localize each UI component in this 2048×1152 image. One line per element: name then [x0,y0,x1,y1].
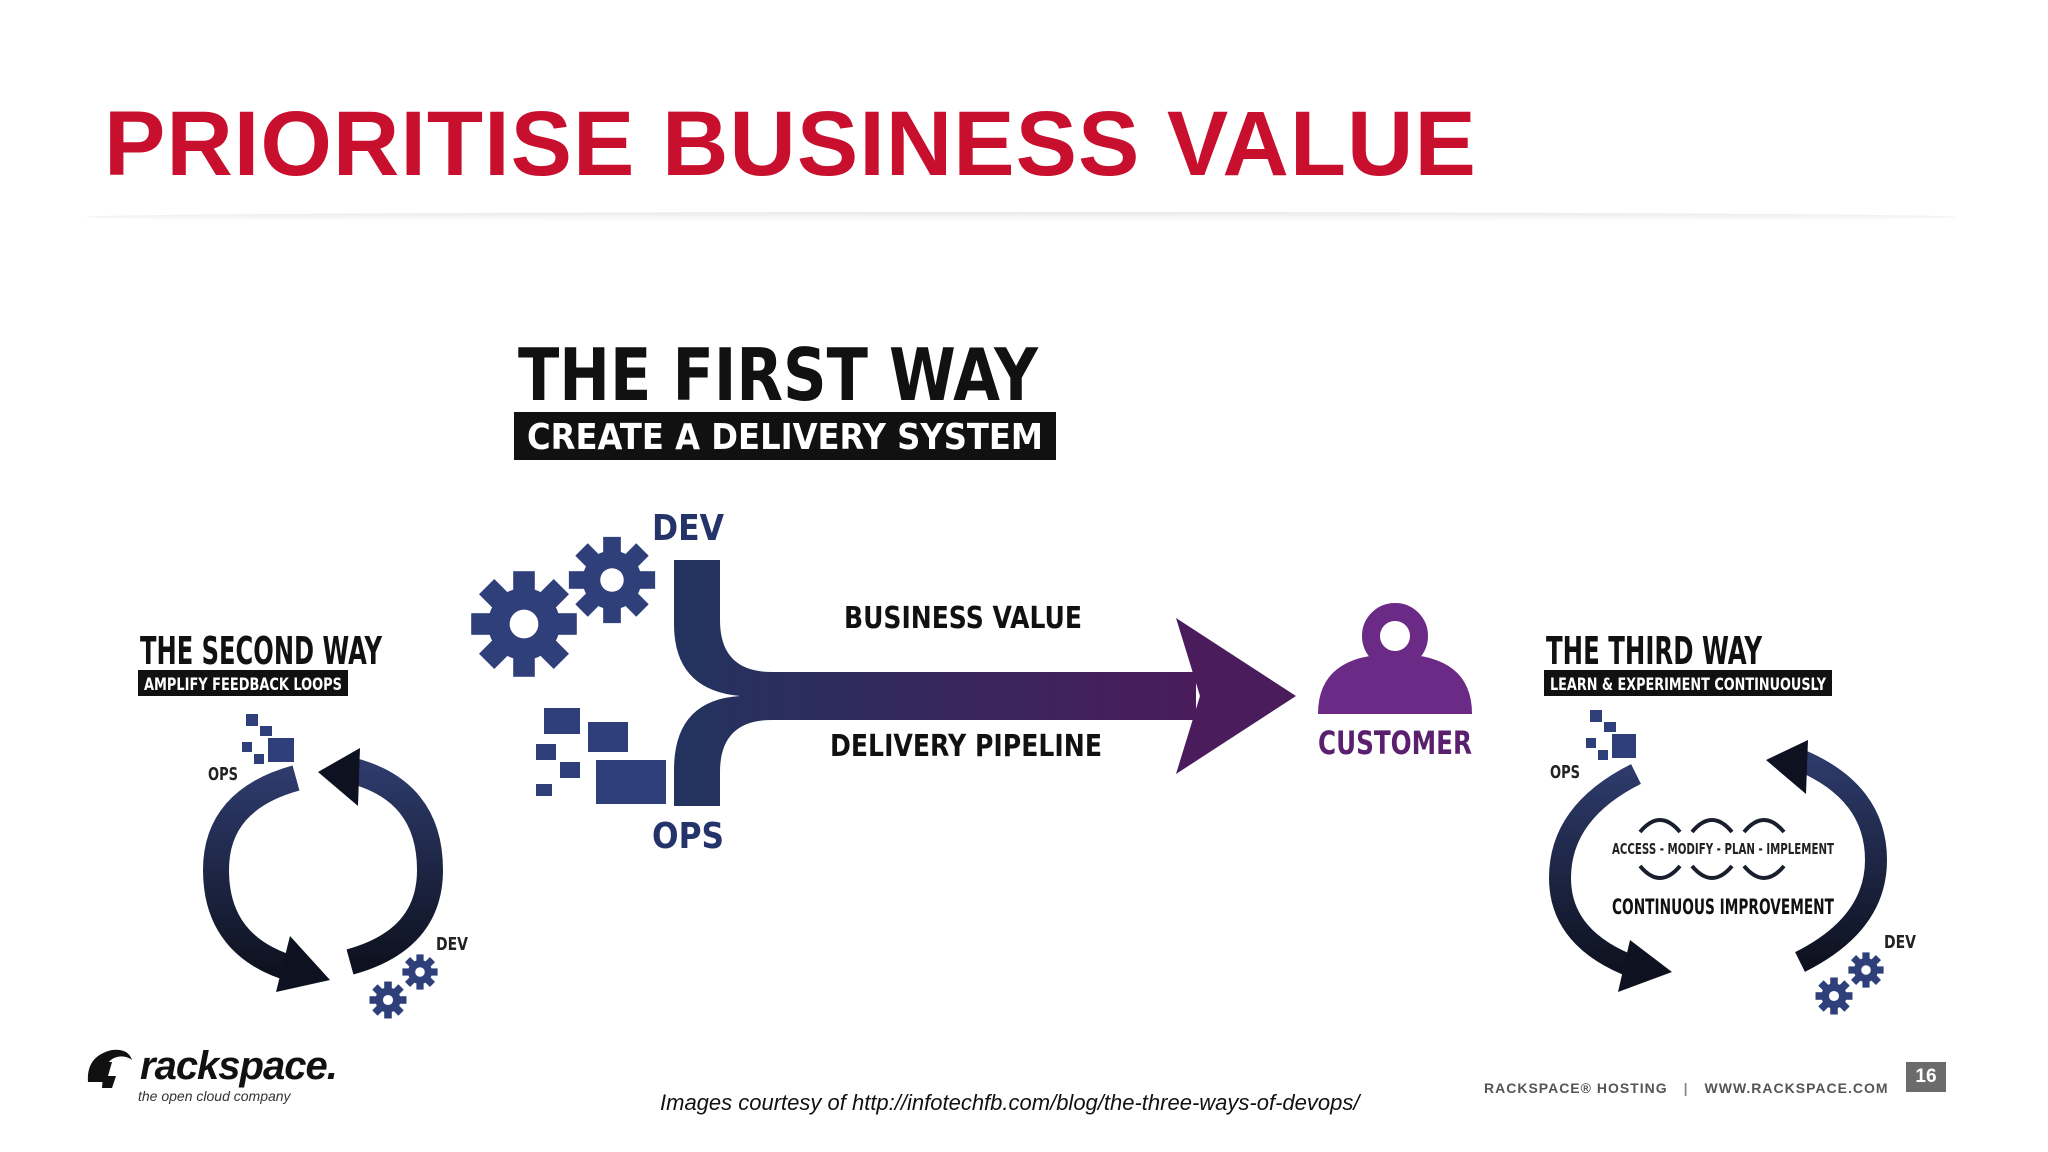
rackspace-wordmark: rackspace. [140,1044,338,1088]
first-way-subtitle: CREATE A DELIVERY SYSTEM [527,417,1043,458]
dev-gear-small-icon [568,536,656,624]
delivery-arrowhead [1176,618,1296,774]
second-way-dev-label: DEV [436,934,468,955]
second-way-gear-small-icon [402,954,438,990]
ops-blocks-icon [536,708,666,804]
customer-icon [1318,603,1472,714]
third-way-subtitle: LEARN & EXPERIMENT CONTINUOUSLY [1550,675,1827,695]
third-way-ops-label: OPS [1550,762,1580,783]
feedback-loop-icon [202,748,444,992]
customer-label: CUSTOMER [1318,724,1472,762]
delivery-pipeline-arrow [674,560,1196,806]
title-underline [84,212,1958,222]
continuous-improvement-loop-icon [1548,740,1888,992]
slide-title: PRIORITISE BUSINESS VALUE [104,93,1477,195]
rackspace-logo: rackspace. the open cloud company [84,1044,344,1104]
image-credit: Images courtesy of http://infotechfb.com… [660,1090,1360,1115]
second-way-ops-label: OPS [208,764,238,785]
first-way-ops-label: OPS [652,816,724,857]
footer-separator: | [1683,1080,1689,1096]
second-way-gear-large-icon [369,981,407,1019]
third-way-cycle-label: ACCESS - MODIFY - PLAN - IMPLEMENT [1612,840,1835,858]
business-value-label: BUSINESS VALUE [844,601,1082,636]
third-way-dev-label: DEV [1884,932,1916,953]
dev-gear-large-icon [471,571,577,677]
third-way-gear-large-icon [1815,977,1853,1015]
footer-website-link[interactable]: WWW.RACKSPACE.COM [1704,1080,1889,1096]
page-number: 16 [1906,1062,1946,1092]
second-way-subtitle: AMPLIFY FEEDBACK LOOPS [144,675,342,695]
first-way-title: THE FIRST WAY [518,333,1039,417]
continuous-improvement-label: CONTINUOUS IMPROVEMENT [1612,895,1834,919]
footer-links: RACKSPACE® HOSTING | WWW.RACKSPACE.COM [1484,1080,1889,1096]
first-way-dev-label: DEV [652,508,724,549]
rackspace-mark-icon [87,1049,132,1088]
first-way-subtitle-bg [514,412,1056,460]
rackspace-tagline: the open cloud company [138,1088,291,1104]
third-way-subtitle-bg [1544,670,1832,696]
third-way-title: THE THIRD WAY [1546,629,1762,673]
second-way-subtitle-bg [138,670,348,696]
second-way-ops-blocks-icon [242,714,294,764]
second-way-title: THE SECOND WAY [140,629,382,673]
third-way-gear-small-icon [1848,952,1884,988]
third-way-ops-blocks-icon [1586,710,1636,760]
footer-hosting: RACKSPACE® HOSTING [1484,1080,1668,1096]
delivery-pipeline-label: DELIVERY PIPELINE [830,729,1102,764]
